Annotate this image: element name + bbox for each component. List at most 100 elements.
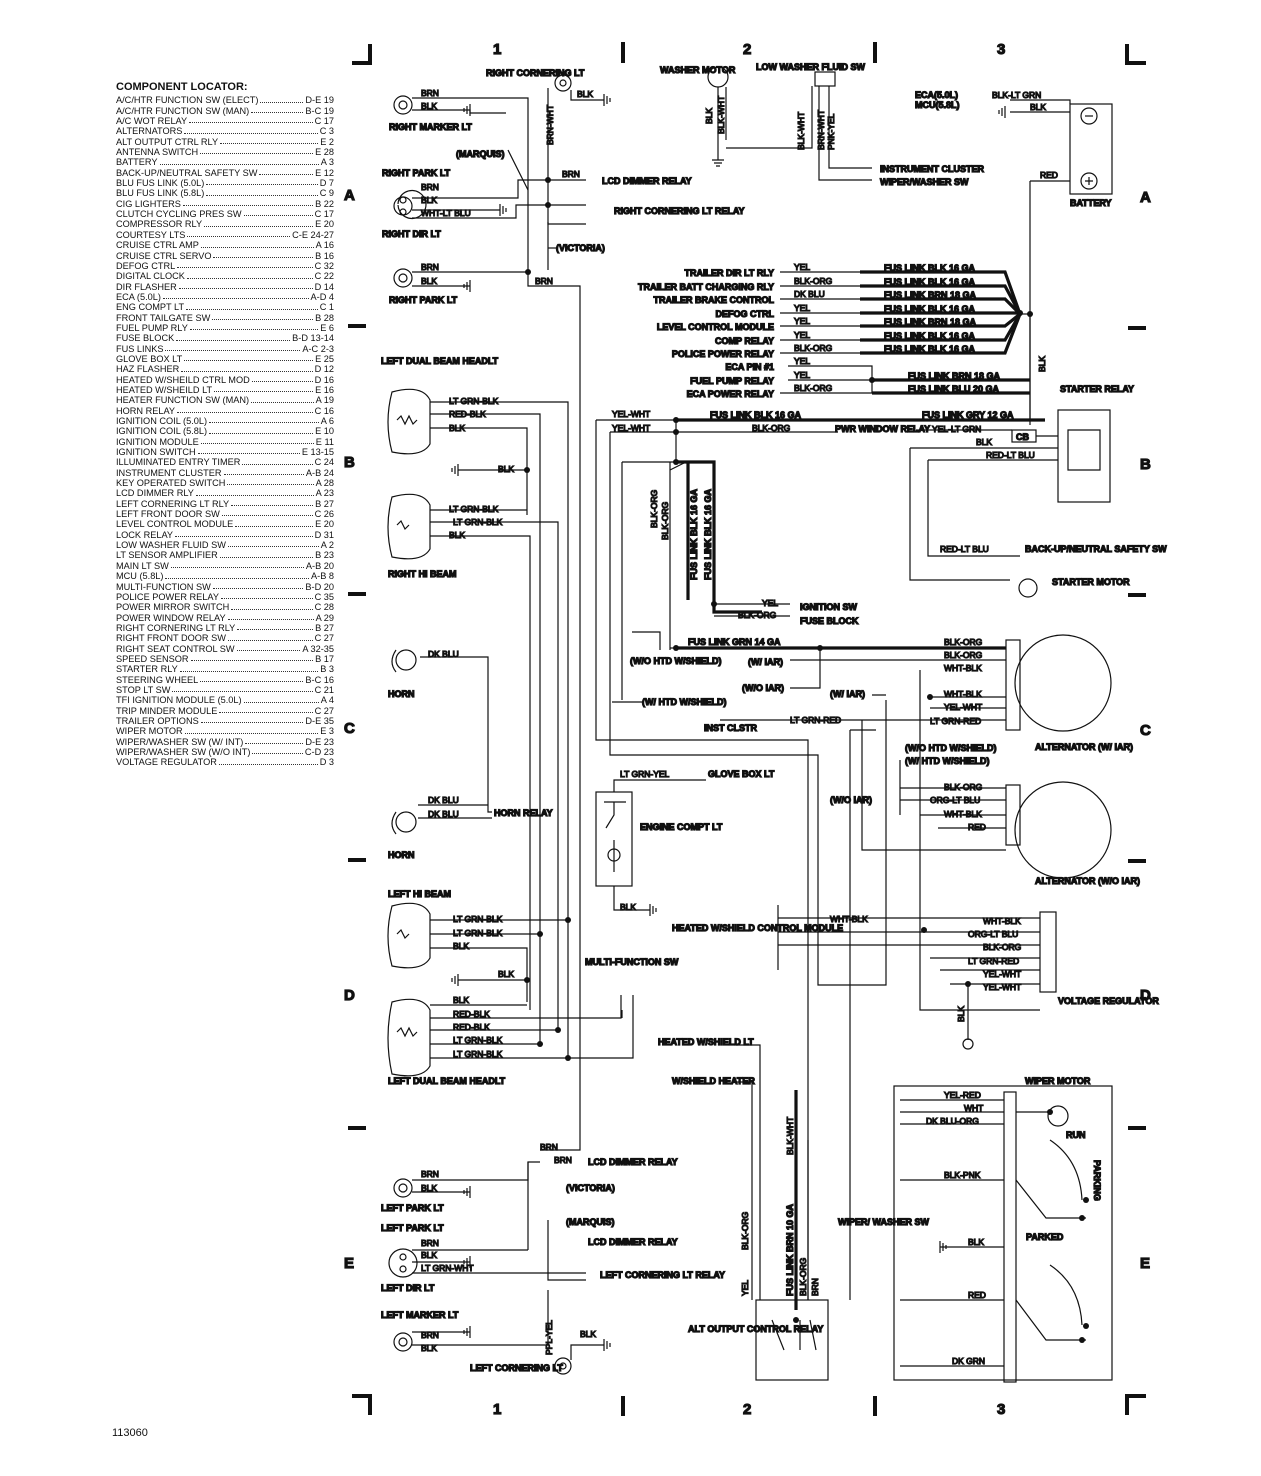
wire-label: BLK-PNK <box>944 1170 981 1180</box>
locator-leader-dots <box>236 644 301 651</box>
lbl-eca-pin-1: ECA PIN #1 <box>725 362 774 372</box>
wire-label: RED-LT BLU <box>940 544 989 554</box>
locator-entry-name: IGNITION MODULE <box>116 436 199 447</box>
locator-leader-dots <box>227 540 319 548</box>
locator-leader-dots <box>197 447 300 455</box>
locator-leader-dots <box>172 685 313 693</box>
locator-entry-name: FUS LINKS <box>116 343 164 354</box>
wire-label: WHT-BLK <box>983 916 1021 926</box>
lbl-left-cornering-lt: LEFT CORNERING LT <box>470 1363 563 1373</box>
lbl-right-park-lt: RIGHT PARK LT <box>382 168 451 178</box>
wire-label: BLK <box>498 969 514 979</box>
wire-label: BRN <box>562 169 580 179</box>
wire-label: RED <box>1040 170 1058 180</box>
wire-label: BLK-ORG <box>944 637 982 647</box>
lbl-defog-ctrl: DEFOG CTRL <box>716 309 775 319</box>
lbl-wiper-washer-sw: WIPER/WASHER SW <box>880 177 969 187</box>
relay-wire-label: YEL <box>794 356 810 366</box>
locator-entry-ref: E 11 <box>315 436 334 447</box>
wire-label: LT GRN-BLK <box>449 504 499 514</box>
locator-leader-dots <box>251 106 304 114</box>
locator-entry-ref: E 25 <box>315 353 334 364</box>
locator-entry-ref: A 2 <box>320 540 334 551</box>
locator-entry-ref: C 1 <box>319 302 334 313</box>
locator-leader-dots <box>231 602 313 610</box>
wire-label: BLK-ORG <box>752 423 790 433</box>
wire-label: LT GRN-BLK <box>453 928 503 938</box>
locator-entry-ref: A-D 4 <box>310 291 335 302</box>
locator-leader-dots <box>237 623 314 631</box>
locator-entry-ref: E 3 <box>320 726 334 737</box>
frame-marks <box>348 42 1146 1416</box>
lbl-wo-iar: (W/O IAR) <box>742 683 784 693</box>
locator-entry-ref: C 27 <box>314 705 334 716</box>
wire-label: WHT <box>964 1103 983 1113</box>
relay-wire-label: BLK-ORG <box>794 383 832 393</box>
lbl-w-iar-2: (W/ IAR) <box>830 689 865 699</box>
locator-leader-dots <box>170 561 304 569</box>
wire-label: BLK-ORG <box>798 1258 808 1296</box>
wire-label: WHT-BLK <box>830 914 868 924</box>
lbl-horn-relay: HORN RELAY <box>494 808 553 818</box>
splice-dots <box>524 177 1089 1343</box>
locator-leader-dots <box>159 157 319 165</box>
lbl-right-hi-beam: RIGHT HI BEAM <box>388 569 457 579</box>
locator-entry-ref: D-E 23 <box>305 736 334 747</box>
wire-label: LT GRN-BLK <box>453 517 503 527</box>
lbl-wshield-heater: W/SHIELD HEATER <box>672 1076 755 1086</box>
locator-leader-dots <box>189 116 313 124</box>
row-label-a-right: A <box>1140 189 1151 206</box>
locator-leader-dots <box>200 147 314 155</box>
locator-entry-ref: B 27 <box>315 622 334 633</box>
locator-entry-ref: A 16 <box>315 240 334 251</box>
wire-label: BLK <box>453 995 469 1005</box>
wire-label: YEL <box>762 598 778 608</box>
wire-label: LT GRN-BLK <box>453 914 503 924</box>
locator-entry-name: POWER WINDOW RELAY <box>116 612 226 623</box>
lbl-left-dual-beam-headlt: LEFT DUAL BEAM HEADLT <box>381 356 499 366</box>
locator-leader-dots <box>223 468 304 476</box>
locator-leader-dots <box>245 737 304 744</box>
lbl-battery: BATTERY <box>1070 198 1112 208</box>
wire-label: BLK <box>976 437 992 447</box>
wire-label: DK BLU <box>428 795 459 805</box>
locator-entry-ref: D-E 19 <box>305 95 334 106</box>
locator-entry-ref: C 26 <box>314 509 334 520</box>
locator-leader-dots <box>212 313 314 320</box>
locator-entry: IGNITION COIL (5.0L)A 6 <box>116 416 334 426</box>
locator-entry-name: ILLUMINATED ENTRY TIMER <box>116 457 241 468</box>
locator-entry-ref: B-D 20 <box>305 581 334 592</box>
locator-entry-name: POWER MIRROR SWITCH <box>116 602 230 613</box>
locator-leader-dots <box>243 695 319 703</box>
locator-entry-name: ANTENNA SWITCH <box>116 147 199 158</box>
component-locator: COMPONENT LOCATOR: A/C/HTR FUNCTION SW (… <box>116 81 335 768</box>
wire-label: BLK <box>580 1329 596 1339</box>
locator-entry-name: HORN RELAY <box>116 405 176 416</box>
locator-entry-name: ECA (5.0L) <box>116 291 161 302</box>
wire-label: BRN-WHT <box>816 110 826 150</box>
lbl-right-dir-lt: RIGHT DIR LT <box>382 229 441 239</box>
wire-label: BLK <box>1037 356 1047 372</box>
lbl-alternator-wo-iar: ALTERNATOR (W/O IAR) <box>1035 876 1140 886</box>
lbl-mcu: MCU(5.8L) <box>915 100 960 110</box>
wire-label: LT GRN-RED <box>930 716 981 726</box>
locator-leader-dots <box>190 654 314 662</box>
locator-entry: HEATER FUNCTION SW (MAN)A 19 <box>116 395 334 405</box>
wire-label: RED-BLK <box>453 1009 490 1019</box>
wiper-motor-symbol <box>893 1085 1113 1383</box>
locator-leader-dots <box>186 271 313 279</box>
wire-label: BRN <box>421 182 439 192</box>
locator-entry-ref: C-D 23 <box>304 747 334 757</box>
locator-entry-name: COMPRESSOR RLY <box>116 219 203 230</box>
lbl-left-dir-lt: LEFT DIR LT <box>381 1283 435 1293</box>
lbl-alternator-w-iar: ALTERNATOR (W/ IAR) <box>1035 742 1133 752</box>
